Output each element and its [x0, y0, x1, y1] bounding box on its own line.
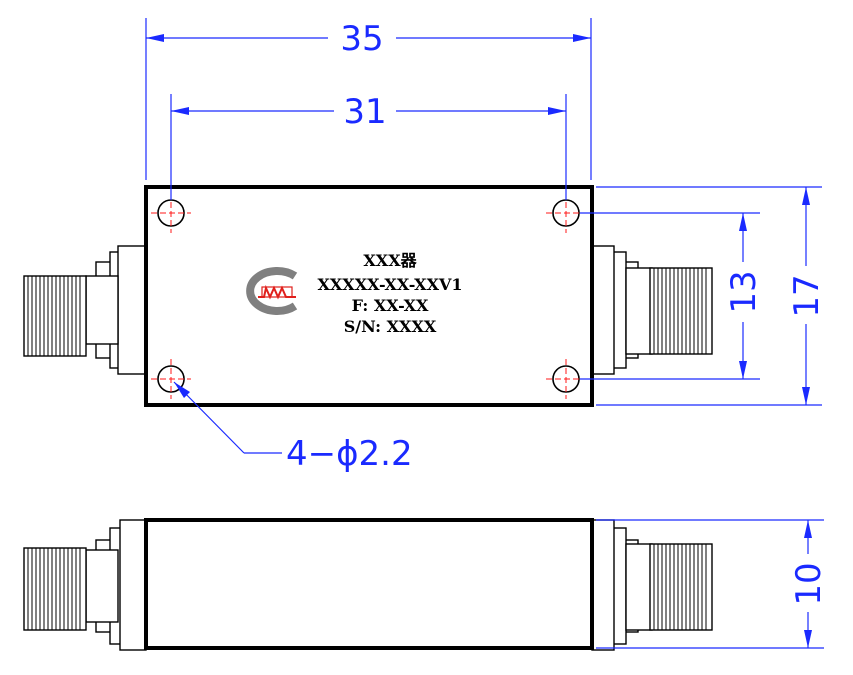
- model-number: XXXXX-XX-XXV1: [317, 275, 462, 294]
- dimension-17-label: 17: [787, 274, 827, 317]
- hole-callout: 4−ϕ2.2: [173, 381, 413, 474]
- dimension-10-label: 10: [789, 562, 829, 605]
- left-connector: [23, 245, 147, 375]
- mounting-hole-bottom-left: [151, 359, 191, 399]
- hole-callout-label: 4−ϕ2.2: [286, 434, 413, 474]
- frequency-label: F: XX-XX: [352, 296, 429, 315]
- side-view: [23, 518, 713, 651]
- dimension-13-label: 13: [724, 270, 764, 313]
- dimension-31: 31: [170, 92, 567, 200]
- dimension-10: 10: [596, 519, 829, 649]
- right-connector: [591, 245, 713, 375]
- top-view: XXX器 XXXXX-XX-XXV1 F: XX-XX S/N: XXXX: [23, 185, 713, 407]
- side-right-connector: [591, 519, 713, 651]
- filter-body-side: [144, 518, 594, 650]
- dimension-31-label: 31: [343, 92, 386, 132]
- product-name: XXX器: [363, 251, 417, 270]
- filter-body-top: [144, 185, 594, 407]
- side-left-connector: [23, 519, 147, 651]
- serial-number: S/N: XXXX: [344, 317, 437, 336]
- mw-logo: [246, 267, 298, 315]
- dimension-13: 13: [580, 212, 764, 380]
- mounting-hole-bottom-right: [546, 359, 586, 399]
- right-connector-thread: [653, 268, 707, 354]
- left-connector-thread: [27, 276, 81, 356]
- dimension-35-label: 35: [340, 19, 383, 59]
- dimension-17: 17: [596, 186, 827, 406]
- dimension-35: 35: [145, 18, 592, 180]
